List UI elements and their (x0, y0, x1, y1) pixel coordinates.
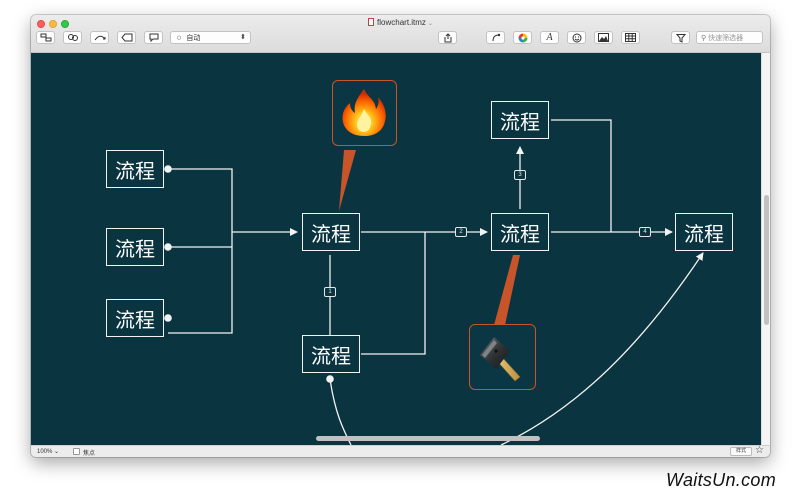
link-label[interactable]: 2 (455, 227, 467, 237)
fire-icon (342, 89, 386, 136)
filter-button[interactable] (671, 31, 690, 44)
branch-style-button[interactable] (486, 31, 505, 44)
status-bar: 100% ⌄ 焦点 样式 ☆ (31, 445, 770, 457)
horizontal-scroll-thumb[interactable] (316, 436, 540, 441)
group-button[interactable] (63, 31, 82, 44)
layout-dropdown[interactable]: ○ 自动 ⬍ (170, 31, 251, 44)
hammer-icon (480, 337, 521, 382)
branch-line (168, 168, 233, 334)
zoom-level-select[interactable]: 100% ⌄ (37, 448, 59, 455)
layout-dropdown-value: 自动 (186, 33, 201, 42)
image-icon (598, 33, 609, 42)
topic-node[interactable]: 流程 (675, 213, 733, 251)
style-button[interactable]: 样式 (730, 447, 752, 456)
smiley-icon (572, 33, 581, 42)
minimize-window-button[interactable] (49, 20, 57, 28)
window-title: flowchart.itmz⌄ (31, 18, 770, 27)
filter-icon (675, 33, 686, 43)
close-window-button[interactable] (37, 20, 45, 28)
chevron-down-icon[interactable]: ⌄ (427, 21, 433, 27)
connector-line (361, 232, 426, 355)
table-icon (625, 33, 636, 42)
map-canvas[interactable]: 流程 流程 流程 流程 流程 流程 流程 流程 1 2 3 4 (31, 53, 761, 445)
link-label[interactable]: 3 (514, 170, 526, 180)
connection-point (164, 243, 172, 251)
updown-arrows-icon: ⬍ (240, 33, 246, 41)
images-button[interactable] (594, 31, 613, 44)
hammer-callout[interactable] (469, 324, 536, 390)
search-icon: ⚲ (701, 33, 707, 42)
connector-line (551, 119, 612, 232)
outline-view-button[interactable] (36, 31, 55, 44)
colors-button[interactable] (513, 31, 532, 44)
outline-icon (40, 33, 51, 42)
topic-node[interactable]: 流程 (106, 299, 164, 337)
hammer-callout-pointer (494, 255, 520, 325)
search-placeholder: 快速筛选器 (708, 33, 744, 42)
connection-point (164, 165, 172, 173)
topic-node[interactable]: 流程 (106, 228, 164, 266)
window-title-text: flowchart.itmz (377, 18, 426, 27)
layout-icon: ○ (177, 34, 182, 41)
speech-bubble-icon (149, 33, 158, 42)
relationship-button[interactable] (90, 31, 109, 44)
share-button[interactable] (438, 31, 457, 44)
link-label[interactable]: 1 (324, 287, 336, 297)
topic-node[interactable]: 流程 (491, 213, 549, 251)
fire-callout[interactable] (332, 80, 397, 146)
topic-node[interactable]: 流程 (106, 150, 164, 188)
tag-icon (120, 33, 132, 42)
connection-point (164, 314, 172, 322)
zoom-level-value: 100% (37, 449, 53, 455)
label-button[interactable] (117, 31, 136, 44)
connection-point (326, 375, 334, 383)
quick-filter-search[interactable]: ⚲ 快速筛选器 (696, 31, 763, 44)
fonts-button[interactable]: A (540, 31, 559, 44)
star-icon[interactable]: ☆ (755, 445, 764, 456)
share-icon (444, 32, 451, 42)
fire-callout-pointer (339, 150, 356, 211)
callout-button[interactable] (144, 31, 163, 44)
topic-node[interactable]: 流程 (491, 101, 549, 139)
focus-label: 焦点 (83, 451, 96, 457)
vertical-scroll-thumb[interactable] (764, 195, 769, 325)
branch-style-icon (492, 33, 500, 41)
link-label[interactable]: 4 (639, 227, 651, 237)
topic-node[interactable]: 流程 (302, 213, 360, 251)
chevron-down-icon: ⌄ (54, 449, 60, 455)
zoom-window-button[interactable] (61, 20, 69, 28)
title-bar: flowchart.itmz⌄ ○ 自动 ⬍ (31, 15, 770, 53)
document-icon (368, 18, 375, 26)
topic-node[interactable]: 流程 (302, 335, 360, 373)
color-wheel-icon (518, 33, 527, 42)
app-window: flowchart.itmz⌄ ○ 自动 ⬍ (31, 15, 770, 457)
watermark-text: WaitsUn.com (666, 470, 776, 490)
curved-arrow-icon (94, 35, 105, 41)
relationship-curve (500, 252, 704, 445)
icons-button[interactable] (567, 31, 586, 44)
font-icon: A (546, 32, 553, 43)
table-button[interactable] (621, 31, 640, 44)
group-icon (67, 34, 78, 41)
focus-checkbox[interactable] (73, 448, 80, 455)
vertical-scrollbar[interactable] (761, 53, 770, 445)
